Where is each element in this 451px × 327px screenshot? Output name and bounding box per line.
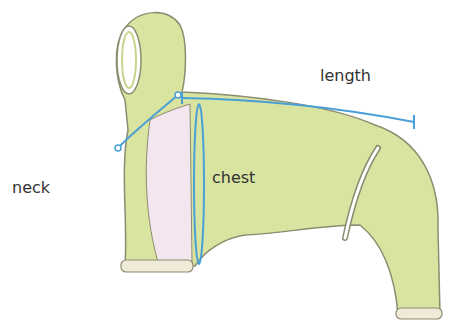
hood-opening [117, 26, 141, 94]
chest-panel [146, 104, 192, 262]
seam-band [345, 148, 378, 238]
hood-rim [122, 32, 136, 88]
measure-label: neck [12, 178, 50, 197]
measure-label: chest [212, 168, 255, 187]
front-cuff [121, 260, 193, 272]
length-tick [413, 115, 415, 129]
seam-band-inner [345, 148, 378, 238]
neck-marker [175, 92, 181, 98]
measure-label: length [320, 66, 371, 85]
length-measure-line [182, 98, 414, 122]
neck-marker [115, 145, 121, 151]
rear-cuff [396, 308, 442, 319]
neck-measure-line [118, 95, 178, 148]
garment-body [116, 13, 440, 314]
chest-measure-line [194, 104, 204, 264]
length-tick [181, 92, 183, 104]
